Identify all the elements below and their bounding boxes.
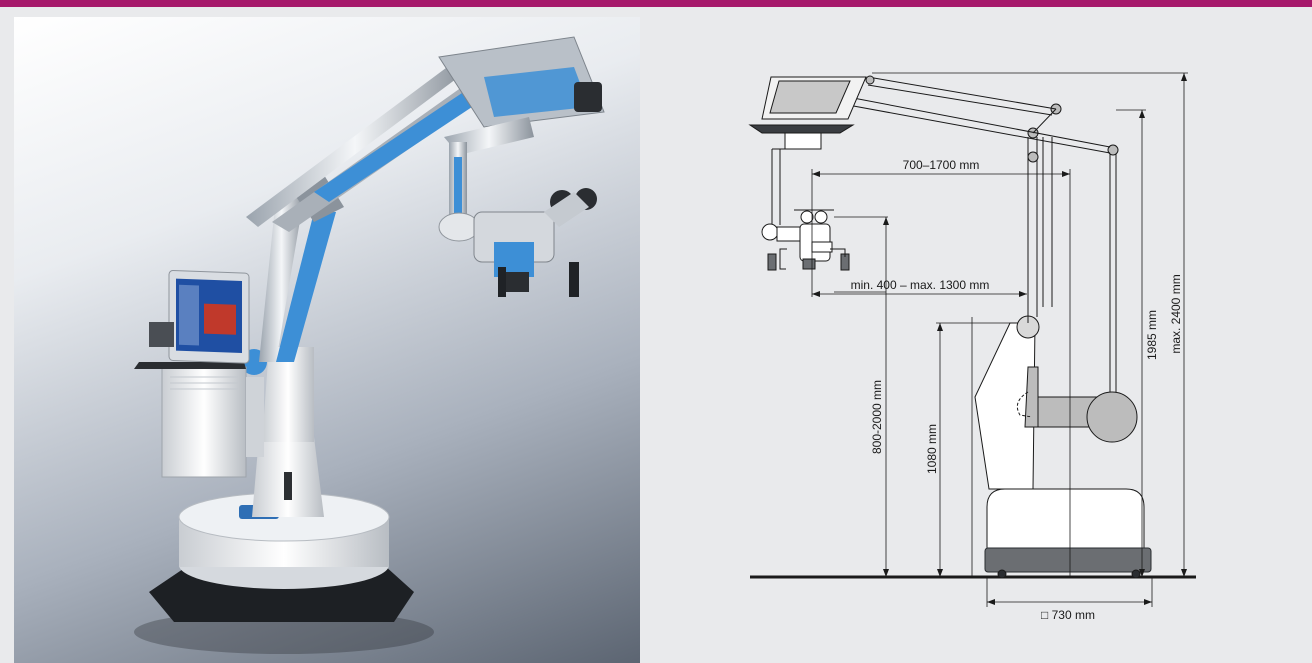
- arm-height-label: 1080 mm: [925, 424, 939, 474]
- microscope-head: [438, 188, 597, 297]
- technical-drawing: 700–1700 mm min. 400 – max. 1300 mm 800-…: [748, 72, 1196, 622]
- max-height-label: max. 2400 mm: [1169, 274, 1183, 353]
- vertical-arm: [259, 197, 304, 362]
- top-accent-bar: [0, 0, 1312, 7]
- stand-height-label: 1985 mm: [1145, 310, 1159, 360]
- light-source-box: [161, 366, 247, 478]
- base-size-label: □ 730 mm: [1041, 608, 1095, 622]
- base-box: [986, 488, 1145, 557]
- working-distance-label: min. 400 – max. 1300 mm: [851, 278, 990, 292]
- horizontal-arm: [246, 62, 464, 227]
- monitor-image: [204, 303, 236, 335]
- reach-label: 700–1700 mm: [903, 158, 980, 172]
- product-photo: [14, 17, 640, 663]
- microscope-drawing: [767, 209, 850, 271]
- height-range-label: 800-2000 mm: [870, 380, 884, 454]
- microscope-illustration: [134, 36, 605, 654]
- dimension-diagram: 700–1700 mm min. 400 – max. 1300 mm 800-…: [640, 17, 1312, 663]
